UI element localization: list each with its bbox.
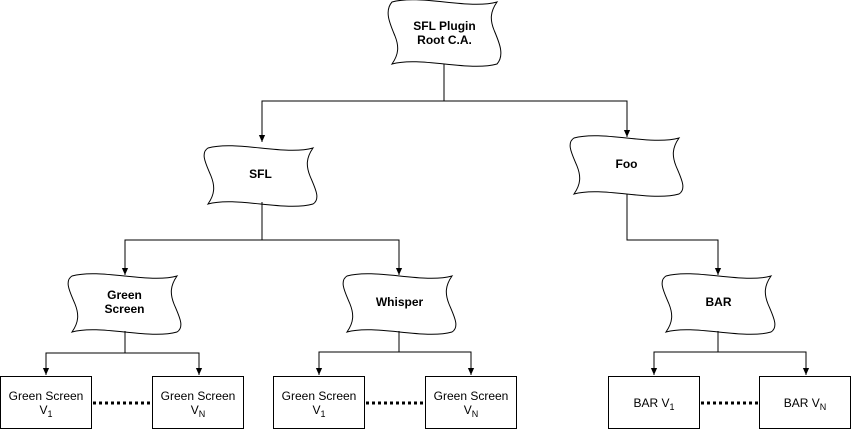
node-sfl-shape [203, 145, 318, 207]
edge-whisper-leaves [315, 331, 400, 375]
node-foo-shape [569, 135, 684, 197]
node-whisper-shape [342, 273, 457, 335]
node-whisper-label: Whisper [347, 274, 452, 330]
node-foo-label: Foo [574, 136, 679, 192]
leaf-wh-vn-version: VN [463, 402, 479, 419]
leaf-gs-vn-line1: Green Screen [160, 388, 236, 403]
node-green-screen-shape [67, 273, 182, 335]
edge-whisper-vn [399, 351, 475, 375]
leaf-gs-v1-line1: Green Screen [8, 388, 84, 403]
leaf-wh-v1-line1: Green Screen [281, 388, 357, 403]
edge-green-screen-leaves [42, 331, 126, 375]
leaf-wh-vn-line1: Green Screen [433, 388, 509, 403]
edge-root-foo [444, 100, 631, 137]
leaf-gs-vn-version: VN [190, 402, 206, 419]
leaf-bar-v1-text: BAR V1 [633, 395, 675, 412]
leaf-green-screen-vn: Green Screen VN [152, 376, 244, 429]
edge-green-screen-vn [125, 352, 203, 375]
node-root-label: SFL Plugin Root C.A. [392, 2, 497, 64]
node-whisper-text: Whisper [375, 295, 424, 309]
node-root-line2: Root C.A. [417, 33, 472, 47]
node-root-line1: SFL Plugin [413, 19, 476, 33]
node-green-screen-line2: Screen [104, 302, 145, 316]
node-green-screen-line1: Green [107, 288, 142, 302]
leaf-wh-v1-version: V1 [312, 402, 326, 419]
leaf-green-screen-v1: Green Screen V1 [0, 376, 92, 429]
leaf-bar-v1: BAR V1 [608, 376, 700, 429]
edge-bar-leaves [650, 331, 719, 375]
node-sfl-label: SFL [208, 146, 313, 202]
node-bar-text: BAR [705, 295, 732, 309]
leaf-bar-vn: BAR VN [759, 376, 851, 429]
leaf-whisper-v1: Green Screen V1 [273, 376, 365, 429]
leaf-whisper-vn: Green Screen VN [425, 376, 517, 429]
edge-sfl-whisper [262, 239, 403, 275]
node-green-screen-label: Green Screen [72, 274, 177, 330]
leaf-gs-v1-version: V1 [39, 402, 53, 419]
edge-bar-vn [718, 351, 810, 375]
edge-root-sfl [258, 64, 445, 142]
node-bar-shape [661, 273, 776, 335]
node-bar-label: BAR [666, 274, 771, 330]
leaf-bar-vn-text: BAR VN [783, 395, 827, 412]
edge-foo-bar [626, 194, 722, 275]
node-foo-text: Foo [615, 157, 638, 171]
node-root-shape [387, 0, 502, 67]
edge-sfl-green-screen [121, 202, 263, 275]
node-sfl-text: SFL [249, 167, 272, 181]
